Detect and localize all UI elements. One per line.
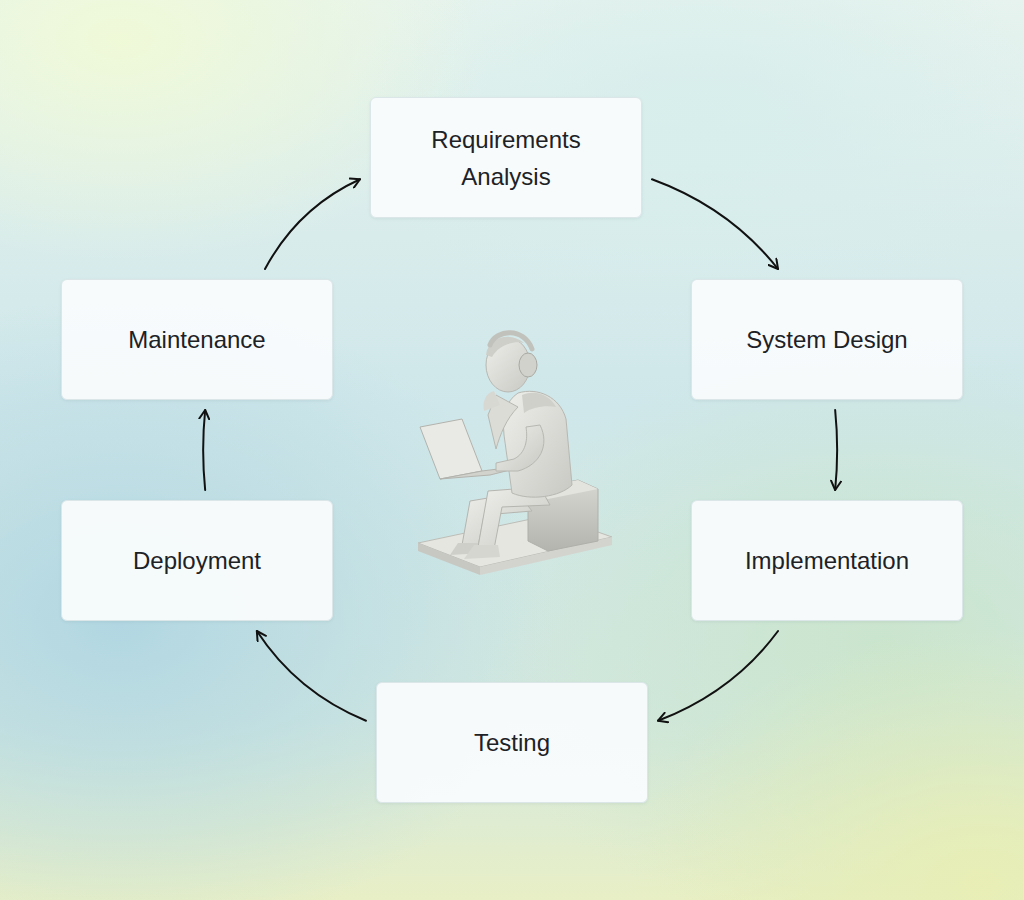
cycle-arrow (203, 410, 205, 490)
process-box: Requirements Analysis (370, 97, 642, 218)
process-box: Deployment (61, 500, 333, 621)
stage-label: Testing (474, 724, 550, 761)
developer-statue (400, 315, 630, 580)
stage-label: Maintenance (128, 321, 265, 358)
stage-label: Deployment (133, 542, 261, 579)
process-box: Implementation (691, 500, 963, 621)
process-box: Maintenance (61, 279, 333, 400)
cycle-arrow (658, 631, 778, 721)
cycle-arrow (265, 179, 360, 269)
cycle-arrow (835, 410, 837, 490)
process-box: Testing (376, 682, 648, 803)
process-box: System Design (691, 279, 963, 400)
stage-label: System Design (746, 321, 907, 358)
stage-label: Requirements Analysis (406, 121, 606, 195)
stage-label: Implementation (745, 542, 909, 579)
cycle-arrow (257, 631, 366, 721)
cycle-arrow (652, 179, 778, 269)
